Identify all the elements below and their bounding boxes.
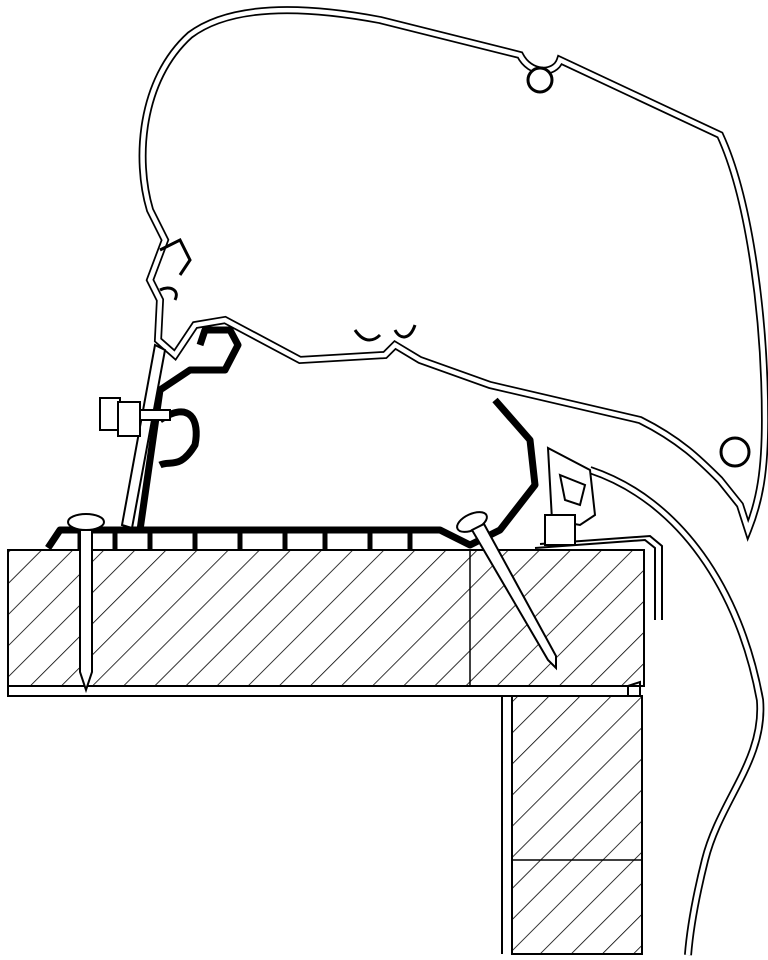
wall-panel-outline — [588, 466, 765, 956]
side-wall — [501, 695, 643, 955]
casing-groove-right — [719, 436, 751, 468]
edge-trim — [534, 534, 663, 620]
bolt-and-nut — [99, 397, 171, 437]
roof-board — [7, 549, 645, 697]
screw-left — [67, 513, 105, 694]
rail-bracket — [544, 446, 597, 546]
awning-casing — [138, 6, 768, 542]
mounting-plate — [120, 343, 167, 530]
screw-right — [456, 511, 557, 671]
adapter-profile — [45, 326, 539, 550]
casing-groove-top — [526, 66, 554, 94]
adapter-teeth — [77, 532, 413, 550]
